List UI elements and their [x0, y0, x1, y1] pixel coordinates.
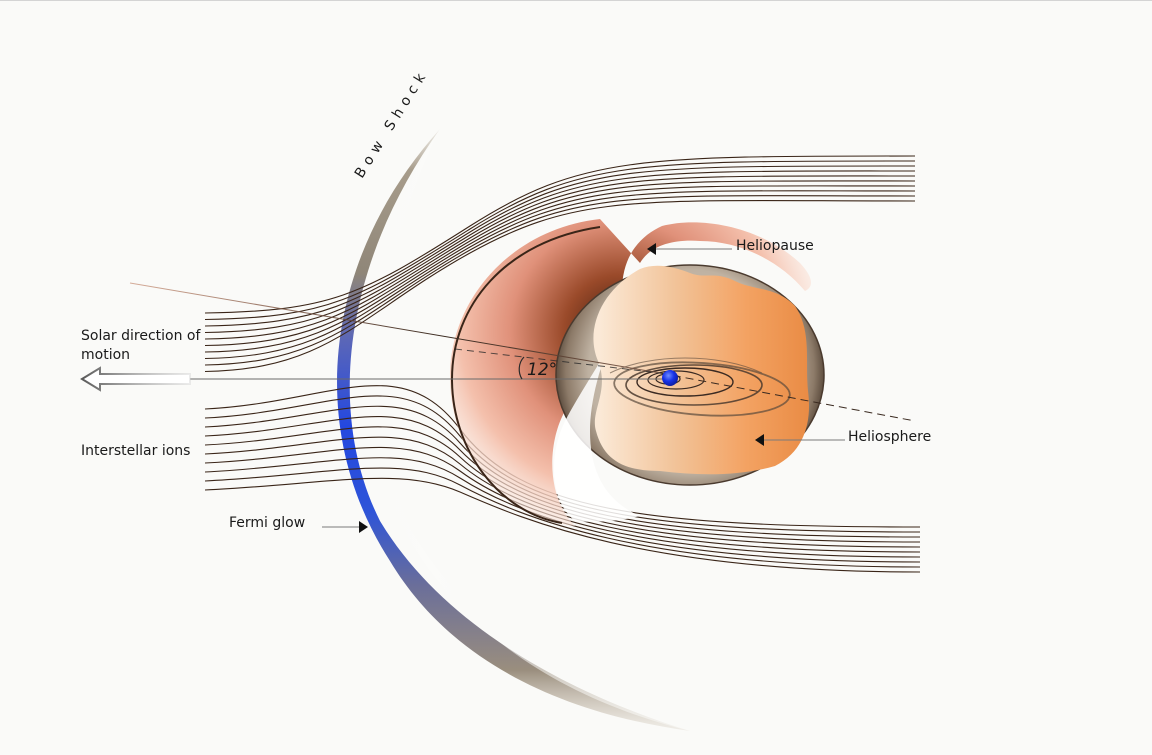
- interstellar-field-lines: [204, 155, 921, 573]
- triangle-pointer-icon: [359, 521, 368, 533]
- reference-lines: [129, 282, 916, 422]
- field-line: [204, 416, 921, 543]
- field-line: [204, 170, 916, 334]
- field-line: [204, 180, 916, 347]
- field-line: [204, 165, 916, 327]
- field-line: [204, 426, 921, 548]
- fermi-glow-pointer: [322, 521, 368, 533]
- heliopause-label: Heliopause: [736, 238, 814, 254]
- heliosphere: [553, 264, 825, 522]
- triangle-pointer-icon: [647, 243, 656, 255]
- field-line: [204, 436, 921, 553]
- angle-label: 12°: [527, 360, 557, 380]
- hollow-left-arrow-icon: [80, 366, 191, 392]
- field-line: [204, 195, 916, 366]
- sun-dot-icon: [662, 370, 678, 386]
- angle-arc: [518, 356, 525, 380]
- field-line: [204, 190, 916, 360]
- field-line: [204, 160, 916, 321]
- solar-direction-label-line1: Solar direction of: [81, 328, 201, 344]
- fermi-glow-label: Fermi glow: [229, 515, 305, 531]
- interstellar-ions-label: Interstellar ions: [81, 443, 190, 459]
- heliopause-pointer: [647, 243, 732, 255]
- field-line: [204, 185, 916, 353]
- triangle-pointer-icon: [755, 434, 764, 446]
- heliosphere-label: Heliosphere: [848, 429, 931, 445]
- field-line: [204, 457, 921, 563]
- field-line: [204, 155, 916, 314]
- field-line: [204, 477, 921, 573]
- field-line: [204, 446, 921, 558]
- solar-direction-label-line2: motion: [81, 347, 130, 363]
- bow-shock: [337, 129, 690, 731]
- heliosphere-pointer: [755, 434, 845, 446]
- field-line: [204, 175, 916, 340]
- field-line: [204, 199, 916, 373]
- field-line: [204, 467, 921, 568]
